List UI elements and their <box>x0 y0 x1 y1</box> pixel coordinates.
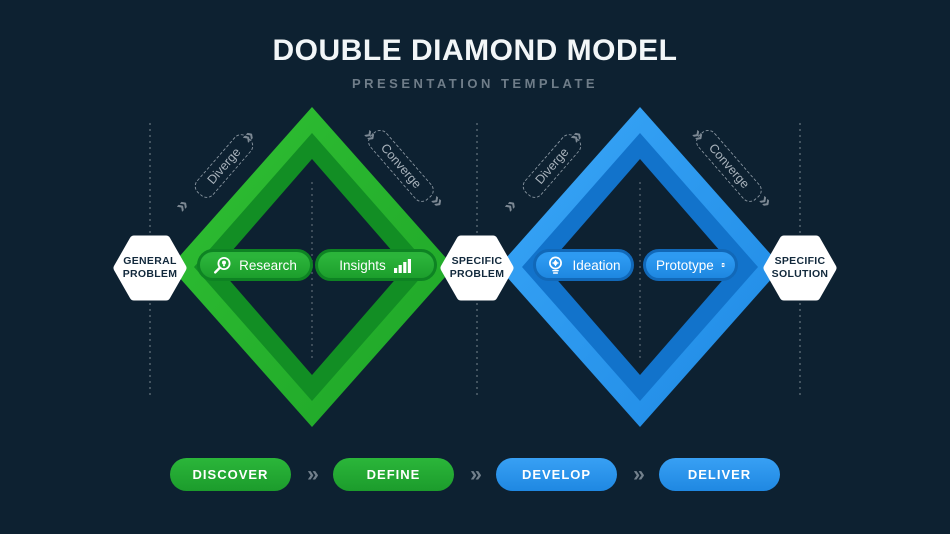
develop-button[interactable]: DEVELOP <box>496 458 617 491</box>
ideation-pill[interactable]: Ideation <box>533 249 634 281</box>
hexagon-shape <box>440 235 514 301</box>
chevron-right-icon: » <box>307 463 319 486</box>
node-label-line2: SOLUTION <box>771 268 829 280</box>
node-label: GENERAL PROBLEM <box>110 234 190 302</box>
node-label-line2: PROBLEM <box>122 268 178 280</box>
specific-solution-node: SPECIFIC SOLUTION <box>760 234 840 302</box>
stage-label: Prototype <box>656 257 714 273</box>
node-label: SPECIFIC PROBLEM <box>437 234 517 302</box>
research-pill[interactable]: Research <box>197 249 313 281</box>
node-label-line1: GENERAL <box>123 254 177 267</box>
general-problem-node: GENERAL PROBLEM <box>110 234 190 302</box>
document-gear-icon <box>721 263 725 267</box>
guide-lines <box>149 123 801 397</box>
specific-problem-node: SPECIFIC PROBLEM <box>437 234 517 302</box>
node-label-line2: PROBLEM <box>449 268 505 280</box>
stage-label: Insights <box>339 257 386 273</box>
page-subtitle: PRESENTATION TEMPLATE <box>351 76 599 91</box>
define-button[interactable]: DEFINE <box>333 458 454 491</box>
header: DOUBLE DIAMOND MODEL PRESENTATION TEMPLA… <box>0 34 950 91</box>
deliver-button[interactable]: DELIVER <box>659 458 780 491</box>
node-label-line1: SPECIFIC <box>451 254 503 267</box>
bar-chart-icon <box>393 259 411 273</box>
node-label: SPECIFIC SOLUTION <box>760 234 840 302</box>
page-title: DOUBLE DIAMOND MODEL <box>272 34 678 67</box>
stage-label: Ideation <box>572 257 621 273</box>
prototype-pill[interactable]: Prototype <box>643 249 738 281</box>
chevron-right-icon: » <box>633 463 645 486</box>
search-bulb-icon <box>214 256 231 274</box>
diamond-center-lines <box>311 182 641 362</box>
discover-button[interactable]: DISCOVER <box>170 458 291 491</box>
hexagon-shape <box>763 235 837 301</box>
stage-label: Research <box>239 257 297 273</box>
node-label-line1: SPECIFIC <box>774 254 826 267</box>
phase-row: DISCOVER » DEFINE » DEVELOP » DELIVER <box>0 458 950 491</box>
chevron-right-icon: » <box>470 463 482 486</box>
insights-pill[interactable]: Insights <box>315 249 437 281</box>
hexagon-shape <box>113 235 187 301</box>
bulb-gear-icon <box>549 256 563 274</box>
